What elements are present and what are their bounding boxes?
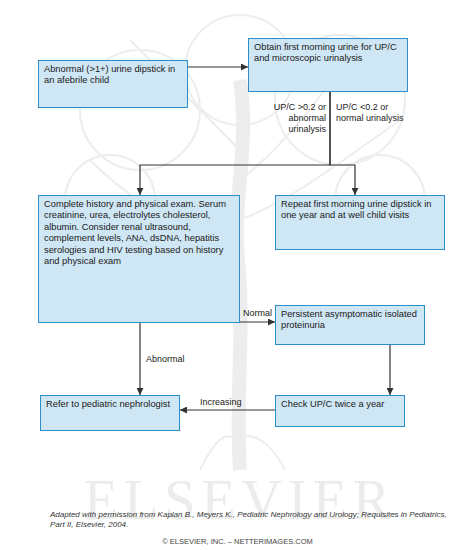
flow-arrow — [240, 321, 275, 322]
copyright-note: © ELSEVIER, INC. – NETTERIMAGES.COM — [0, 537, 475, 546]
box-text: Check UP/C twice a year — [281, 399, 399, 410]
edge-label: Normal — [243, 308, 283, 319]
process-box: Complete history and physical exam. Seru… — [38, 195, 240, 323]
caption: Adapted with permission from Kaplan B., … — [50, 510, 450, 530]
process-box: Abnormal (>1+) urine dipstick in an afeb… — [38, 60, 188, 108]
edge-label: Abnormal — [146, 354, 206, 365]
process-box: Persistent asymptomatic isolated protein… — [275, 305, 425, 345]
flow-arrow — [389, 345, 390, 395]
flow-arrow — [188, 66, 248, 67]
box-text: Complete history and physical exam. Seru… — [44, 199, 234, 267]
box-text: Abnormal (>1+) urine dipstick in an afeb… — [44, 64, 182, 87]
process-box: Check UP/C twice a year — [275, 395, 405, 427]
flow-arrow — [140, 92, 330, 195]
process-box: Repeat first morning urine dipstick in o… — [275, 195, 445, 250]
process-box: Refer to pediatric nephrologist — [40, 395, 180, 431]
box-text: Persistent asymptomatic isolated protein… — [281, 309, 419, 332]
edge-label: UP/C >0.2 or abnormal urinalysis — [250, 102, 326, 135]
edge-label: Increasing — [200, 397, 260, 408]
process-box: Obtain first morning urine for UP/C and … — [248, 38, 408, 92]
flow-arrow — [139, 323, 140, 395]
edge-label: UP/C <0.2 or normal urinalysis — [336, 102, 418, 124]
box-text: Refer to pediatric nephrologist — [46, 399, 174, 410]
box-text: Repeat first morning urine dipstick in o… — [281, 199, 439, 222]
flow-arrow — [180, 409, 275, 410]
box-text: Obtain first morning urine for UP/C and … — [254, 42, 402, 65]
